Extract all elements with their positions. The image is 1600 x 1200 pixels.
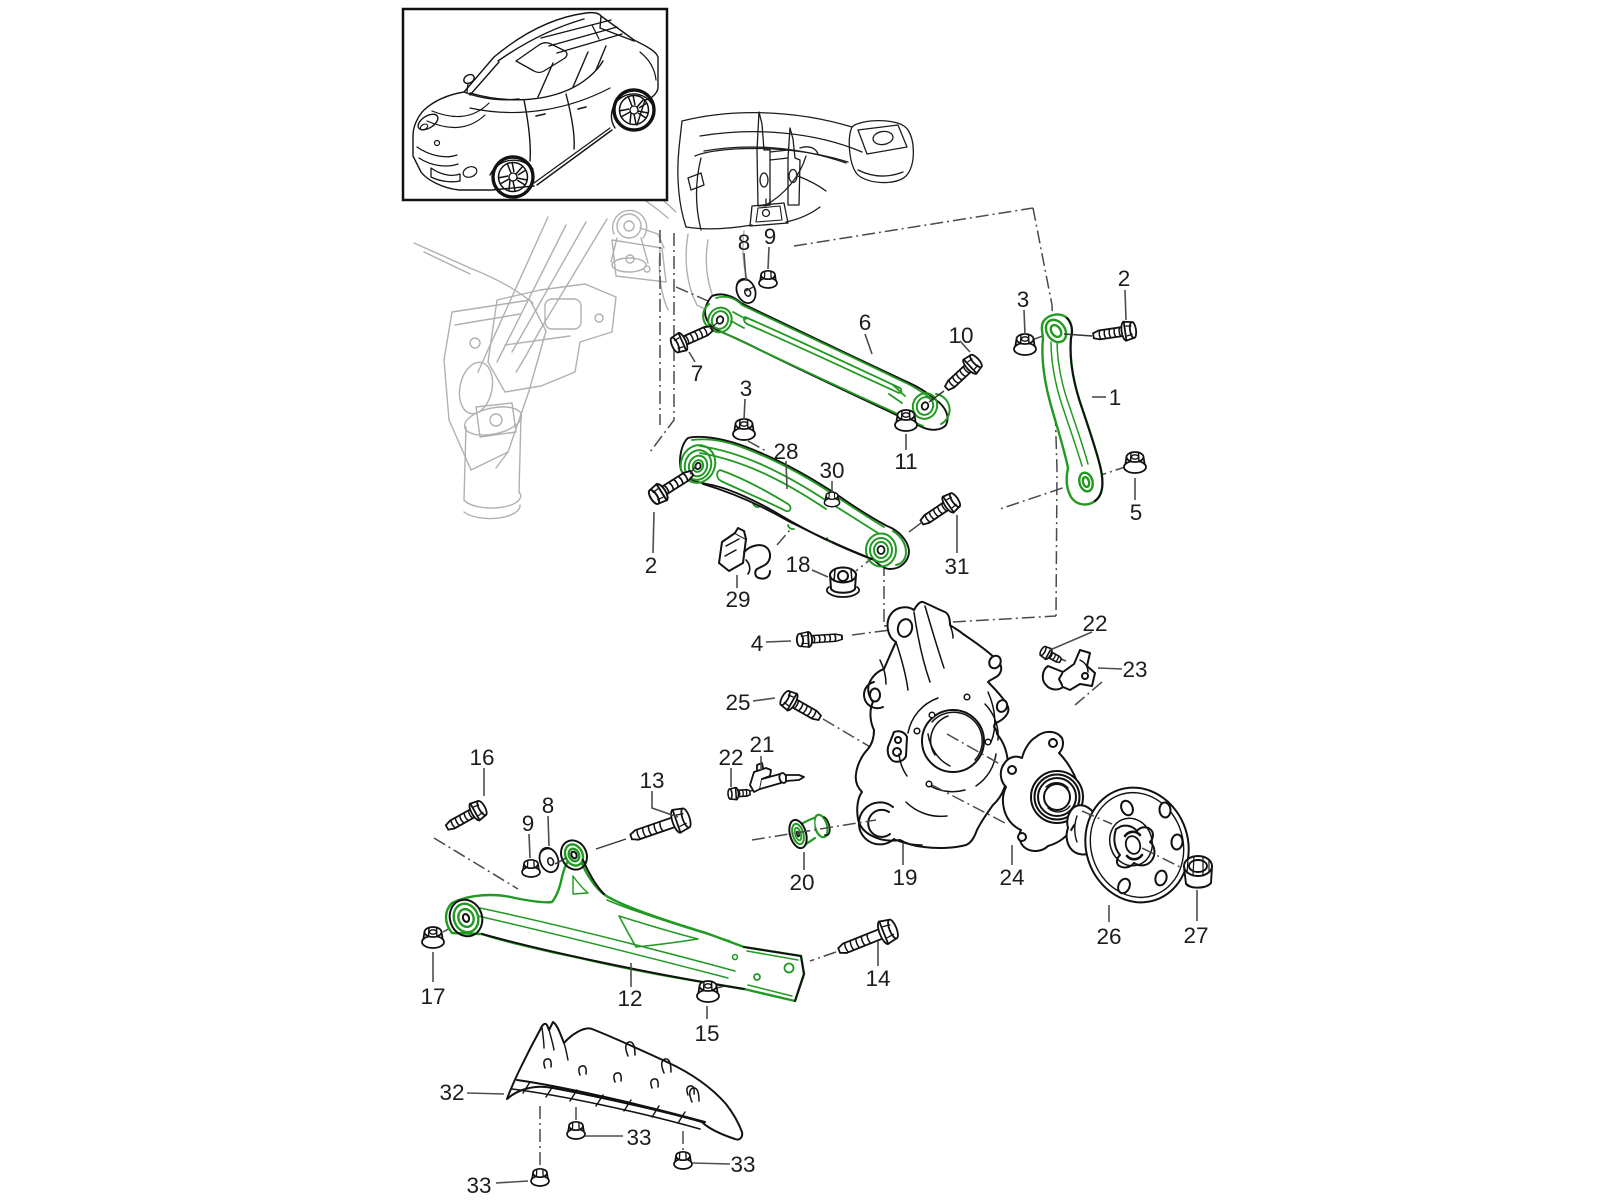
svg-text:30: 30	[819, 458, 844, 483]
svg-text:14: 14	[865, 966, 890, 991]
svg-text:1: 1	[1109, 385, 1122, 410]
svg-text:6: 6	[859, 310, 872, 335]
svg-text:22: 22	[718, 745, 743, 770]
svg-text:23: 23	[1122, 657, 1147, 682]
svg-text:26: 26	[1096, 924, 1121, 949]
svg-text:7: 7	[691, 361, 704, 386]
svg-text:5: 5	[1130, 500, 1143, 525]
svg-text:19: 19	[892, 865, 917, 890]
svg-text:9: 9	[764, 224, 777, 249]
svg-text:33: 33	[626, 1125, 651, 1150]
svg-text:31: 31	[944, 554, 969, 579]
svg-text:27: 27	[1183, 923, 1208, 948]
svg-text:22: 22	[1082, 611, 1107, 636]
svg-text:20: 20	[789, 870, 814, 895]
svg-text:29: 29	[725, 587, 750, 612]
svg-text:11: 11	[894, 449, 917, 474]
svg-text:15: 15	[694, 1021, 719, 1046]
svg-text:21: 21	[749, 732, 774, 757]
svg-text:9: 9	[522, 811, 535, 836]
svg-text:13: 13	[639, 768, 664, 793]
svg-text:28: 28	[773, 439, 798, 464]
svg-text:12: 12	[617, 986, 642, 1011]
svg-text:2: 2	[645, 553, 658, 578]
svg-text:10: 10	[948, 323, 973, 348]
svg-text:2: 2	[1118, 266, 1131, 291]
svg-text:25: 25	[725, 690, 750, 715]
svg-text:33: 33	[466, 1173, 491, 1198]
svg-text:8: 8	[738, 230, 751, 255]
svg-text:17: 17	[420, 984, 445, 1009]
svg-text:4: 4	[751, 631, 764, 656]
svg-text:18: 18	[785, 552, 810, 577]
svg-text:32: 32	[439, 1080, 464, 1105]
svg-text:8: 8	[542, 793, 555, 818]
svg-text:16: 16	[469, 745, 494, 770]
svg-text:24: 24	[999, 865, 1024, 890]
svg-text:33: 33	[730, 1152, 755, 1177]
svg-text:3: 3	[1017, 287, 1030, 312]
svg-text:3: 3	[740, 376, 753, 401]
